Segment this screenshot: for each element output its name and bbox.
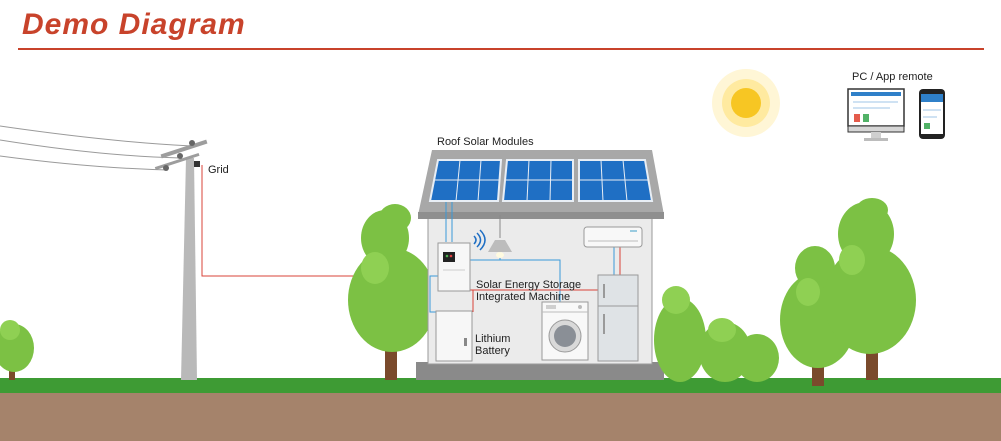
grid-label: Grid xyxy=(208,164,229,176)
sun-icon xyxy=(712,69,780,137)
storage-label-line1: Solar Energy Storage xyxy=(476,279,582,291)
page-title: Demo Diagram xyxy=(22,8,246,41)
battery-label: Lithium Battery xyxy=(475,333,510,357)
storage-label-line2: Integrated Machine xyxy=(476,291,571,303)
wifi-icon xyxy=(473,229,486,251)
soil xyxy=(0,392,1001,441)
tree-right-2 xyxy=(824,198,916,380)
utility-pole xyxy=(154,139,208,380)
power-lines xyxy=(0,125,193,171)
title-divider xyxy=(18,48,984,50)
solar-panel-1 xyxy=(428,159,503,202)
house-foundation xyxy=(416,362,664,380)
desktop-monitor-icon xyxy=(847,88,905,141)
tree-left-of-house xyxy=(348,204,436,380)
energy-storage-inverter xyxy=(437,242,471,292)
lithium-battery xyxy=(435,310,473,362)
refrigerator xyxy=(597,274,639,362)
ceiling-lamp-icon xyxy=(488,215,512,258)
grass-strip xyxy=(0,378,1001,393)
tree-far-left xyxy=(0,320,34,380)
solar-panel-2 xyxy=(501,159,574,202)
battery-label-line1: Lithium xyxy=(475,333,511,345)
smartphone-icon xyxy=(919,89,945,139)
remote-label: PC / App remote xyxy=(852,71,933,83)
air-conditioner xyxy=(583,226,643,248)
solar-panel-3 xyxy=(578,159,654,202)
battery-label-line2: Battery xyxy=(475,345,510,357)
bushes-right xyxy=(654,286,779,382)
storage-machine-label: Solar Energy Storage Integrated Machine xyxy=(476,279,581,303)
washing-machine xyxy=(541,301,589,361)
roof-solar-modules-label: Roof Solar Modules xyxy=(437,136,534,148)
